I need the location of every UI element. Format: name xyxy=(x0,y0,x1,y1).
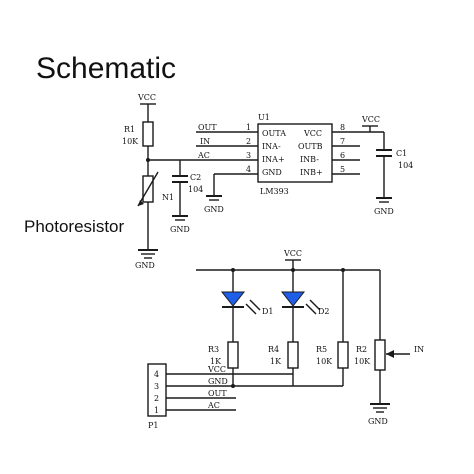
net-label-ac: AC xyxy=(197,151,210,160)
resistor-r1 xyxy=(142,121,154,147)
c1-ref: C1 xyxy=(396,149,407,158)
resistor-r4 xyxy=(287,341,299,369)
c1-value: 104 xyxy=(398,161,413,170)
p1-net-ac: AC xyxy=(207,401,220,410)
n1-ref: N1 xyxy=(162,193,174,202)
u1-pin-5: 5 xyxy=(340,165,345,174)
led-d2 xyxy=(280,291,306,307)
r1-value: 10K xyxy=(122,137,139,146)
u1-pin-name-vcc: VCC xyxy=(303,129,322,138)
vcc-label-u1: VCC xyxy=(361,115,380,124)
net-label-in: IN xyxy=(200,137,210,146)
p1-pin-4: 4 xyxy=(154,370,159,379)
net-label-out: OUT xyxy=(198,123,217,132)
sensor-circuit: VCC R1 10K N1 GND C2 104 GND OUT xyxy=(122,93,413,270)
page-title: Schematic xyxy=(36,52,176,85)
gnd-label-r2: GND xyxy=(368,417,388,426)
u1-ref: U1 xyxy=(258,113,270,122)
u1-pin-7: 7 xyxy=(340,137,345,146)
p1-pin-1: 1 xyxy=(154,406,159,415)
in-label: IN xyxy=(414,345,424,354)
u1-pin-name-ina-minus: INA- xyxy=(262,142,281,151)
vcc-label-bottom: VCC xyxy=(283,249,302,258)
p1-net-gnd: GND xyxy=(208,377,228,386)
u1-pin-name-outb: OUTB xyxy=(298,142,323,151)
u1-part-number: LM393 xyxy=(260,187,289,196)
d1-ref: D1 xyxy=(262,307,274,316)
u1-pin-name-outa: OUTA xyxy=(262,129,286,138)
indicator-circuit: VCC D1 R3 1K D2 R4 1K R5 10K xyxy=(147,249,424,430)
u1-pin-3: 3 xyxy=(246,151,251,160)
u1-pin-4: 4 xyxy=(246,165,251,174)
u1-pin-6: 6 xyxy=(340,151,345,160)
u1-pin-name-inb-minus: INB- xyxy=(300,155,319,164)
p1-net-out: OUT xyxy=(208,389,227,398)
c2-ref: C2 xyxy=(190,173,201,182)
resistor-r5 xyxy=(337,341,349,369)
u1-pin-1: 1 xyxy=(246,123,251,132)
r3-ref: R3 xyxy=(208,345,219,354)
u1-pin-8: 8 xyxy=(340,123,345,132)
p1-pin-2: 2 xyxy=(154,394,159,403)
r1-ref: R1 xyxy=(124,125,135,134)
resistor-r3 xyxy=(227,341,239,369)
led-d1 xyxy=(220,291,246,307)
r5-value: 10K xyxy=(316,357,333,366)
u1-pin-2: 2 xyxy=(246,137,251,146)
d2-ref: D2 xyxy=(318,307,330,316)
photoresistor-caption: Photoresistor xyxy=(24,217,124,236)
gnd-label-u1: GND xyxy=(204,205,224,214)
u1-pin-name-ina-plus: INA+ xyxy=(262,155,285,164)
chip-u1 xyxy=(257,123,333,183)
u1-pin-name-inb-plus: INB+ xyxy=(300,168,323,177)
r2-value: 10K xyxy=(354,357,371,366)
r2-ref: R2 xyxy=(356,345,367,354)
gnd-label-c2: GND xyxy=(170,225,190,234)
r4-ref: R4 xyxy=(268,345,279,354)
u1-pin-name-gnd: GND xyxy=(262,168,282,177)
p1-net-vcc: VCC xyxy=(207,365,226,374)
vcc-label-r1: VCC xyxy=(137,93,156,102)
r4-value: 1K xyxy=(270,357,282,366)
connector-p1 xyxy=(147,363,167,417)
c2-value: 104 xyxy=(188,185,203,194)
p1-pin-3: 3 xyxy=(154,382,159,391)
p1-ref: P1 xyxy=(148,421,158,430)
potentiometer-r2 xyxy=(374,339,386,371)
r5-ref: R5 xyxy=(316,345,327,354)
gnd-label-n1: GND xyxy=(135,261,155,270)
r3-value: 1K xyxy=(210,357,222,366)
gnd-label-c1: GND xyxy=(374,207,394,216)
